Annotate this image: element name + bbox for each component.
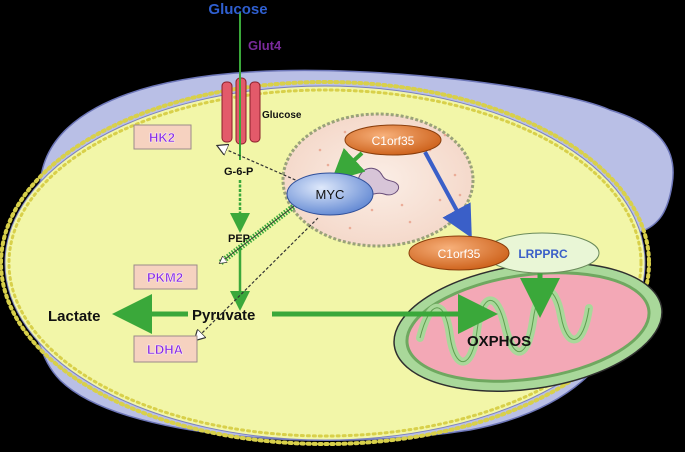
- glucose-inner-label: Glucose: [262, 110, 302, 121]
- pyruvate-label: Pyruvate: [192, 307, 255, 324]
- cristae-outline: [419, 290, 590, 363]
- c1orf35-complex-shape: [408, 235, 510, 271]
- g6p-label: G-6-P: [224, 166, 253, 178]
- myc-label: MYC: [316, 187, 345, 202]
- c1orf35-to-myc-arrow: [331, 147, 366, 182]
- glut4-label: Glut4: [248, 38, 282, 53]
- glucose-top-label: Glucose: [208, 1, 267, 18]
- oxphos-label: OXPHOS: [467, 333, 531, 350]
- myc-to-ldha-arrow: [195, 217, 319, 340]
- pkm2-box: [133, 264, 198, 290]
- c1orf35-complex-label: C1orf35: [438, 247, 481, 261]
- c1orf35-nucleus-label: C1orf35: [372, 134, 415, 148]
- pep-label: PEP: [228, 233, 250, 245]
- membrane-line: [4, 85, 646, 441]
- myc-to-pkm2-arrowhead: [220, 202, 299, 263]
- pkm2-label: PKM2: [147, 270, 183, 285]
- c1orf35-nucleus-shape: [344, 124, 442, 156]
- myc-shape: [286, 172, 374, 216]
- ldha-box: [133, 335, 198, 363]
- plasma-membrane-inner: [7, 88, 643, 438]
- lrpprc-label: LRPPRC: [518, 247, 568, 261]
- hk2-label: HK2: [149, 130, 175, 145]
- c1orf35-to-complex-arrow: [423, 151, 472, 239]
- lactate-label: Lactate: [48, 308, 101, 325]
- hk2-box: [133, 124, 192, 150]
- ldha-label: LDHA: [147, 342, 184, 357]
- plasma-membrane-outer: [0, 80, 651, 446]
